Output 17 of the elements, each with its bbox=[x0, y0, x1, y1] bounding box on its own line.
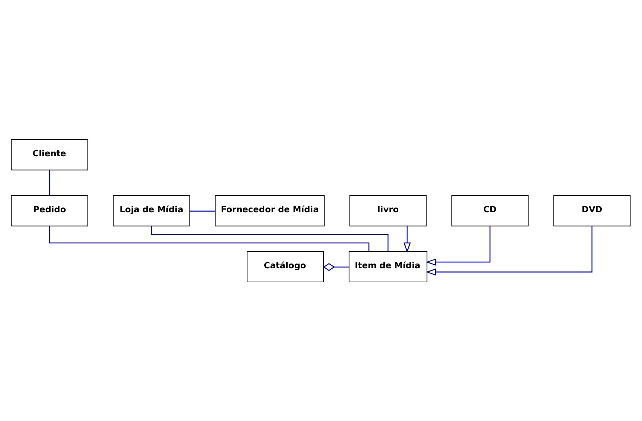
node-box: DVD bbox=[554, 194, 631, 226]
node-box: Pedido bbox=[11, 194, 88, 226]
node-box: Item de Mídia bbox=[348, 250, 428, 282]
node-box: Cliente bbox=[11, 138, 88, 170]
node-box: Catálogo bbox=[247, 250, 324, 282]
arrow bbox=[404, 225, 412, 253]
arrow bbox=[426, 226, 593, 276]
node-box: CD bbox=[452, 194, 529, 226]
connector bbox=[49, 225, 370, 252]
connector bbox=[49, 169, 50, 196]
node-box: Fornecedor de Mídia bbox=[215, 194, 325, 226]
node-box: Loja de Mídia bbox=[113, 194, 190, 226]
node-box: livro bbox=[350, 194, 427, 226]
connector bbox=[190, 210, 216, 212]
connector bbox=[151, 225, 389, 252]
connector bbox=[323, 262, 350, 271]
arrow bbox=[426, 225, 491, 266]
